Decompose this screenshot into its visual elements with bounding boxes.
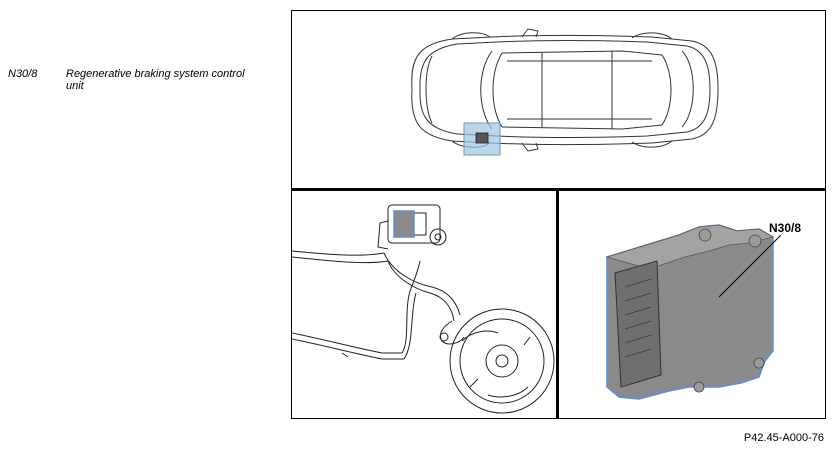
brake-system-drawing (292, 204, 555, 414)
diagram-frame: N30/8 (291, 10, 826, 419)
car-top-view-panel (292, 11, 825, 188)
legend-code: N30/8 (8, 68, 38, 80)
brake-system-panel (292, 191, 556, 418)
callout-leader (718, 234, 782, 298)
horizontal-divider (292, 188, 825, 191)
control-unit-location-marker (475, 132, 489, 144)
control-unit-panel: N30/8 (559, 191, 825, 418)
figure-reference: P42.45-A000-76 (743, 432, 824, 444)
control-unit-small (393, 210, 415, 238)
connector-block (614, 260, 662, 388)
control-unit-drawing (605, 224, 782, 400)
vertical-divider (556, 191, 559, 418)
legend-description: Regenerative braking system control unit (66, 68, 245, 92)
callout-label: N30/8 (769, 221, 802, 235)
car-top-view (411, 28, 719, 156)
